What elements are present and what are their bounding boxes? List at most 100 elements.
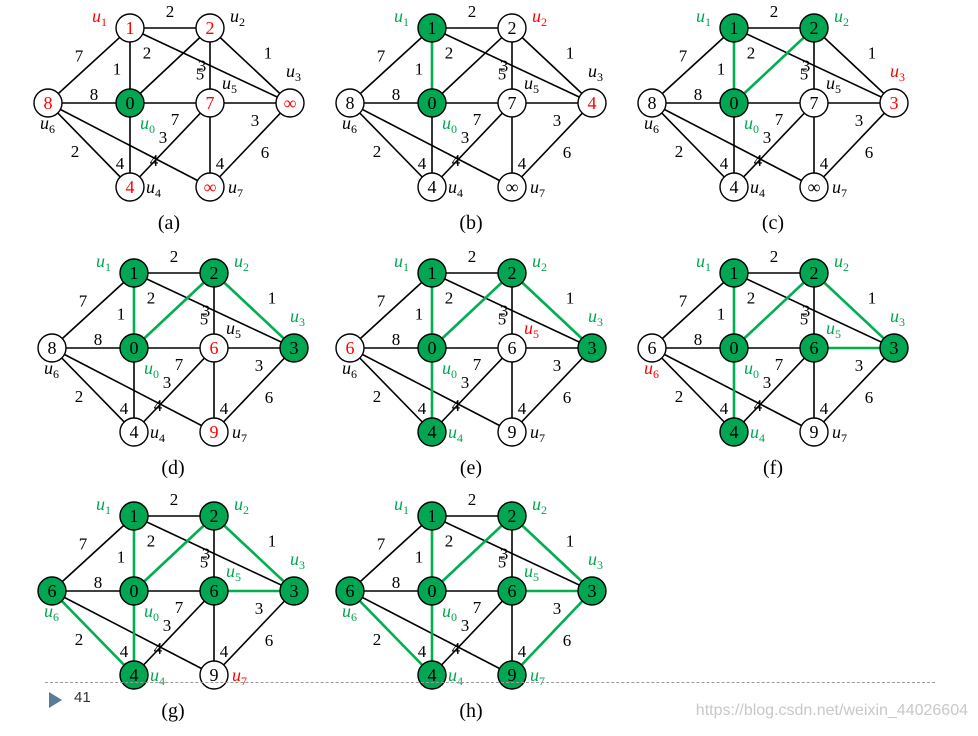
edge-weight: 4 <box>518 399 527 418</box>
edge-weight: 1 <box>415 548 424 567</box>
node-name-label: u5 <box>826 73 841 96</box>
edge-weight: 4 <box>754 151 763 170</box>
visited-node <box>279 333 309 363</box>
node-name-label: u5 <box>524 73 539 96</box>
graph-edge <box>129 27 211 104</box>
node-distance: 3 <box>588 581 597 601</box>
edge-weight: 2 <box>445 289 454 308</box>
graph-edge <box>349 272 433 349</box>
node-distance: 6 <box>648 338 657 358</box>
graph-edge <box>51 347 135 433</box>
visited-node <box>799 333 829 363</box>
edge-weight: 4 <box>120 399 129 418</box>
node-distance: 2 <box>210 506 219 526</box>
edge-weight: 3 <box>553 111 562 130</box>
graph-node <box>497 13 527 43</box>
visited-node <box>199 258 229 288</box>
edge-weight: 2 <box>75 387 84 406</box>
edge-weight: 2 <box>75 630 84 649</box>
edge-weight: 3 <box>163 616 172 635</box>
tree-edge <box>511 515 593 592</box>
node-name-label: u0 <box>744 358 759 381</box>
node-distance: 1 <box>730 263 739 283</box>
graph-node <box>37 333 67 363</box>
edge-weight: 1 <box>868 289 877 308</box>
graph-edge <box>209 102 291 188</box>
edge-weight: 7 <box>377 292 386 311</box>
node-distance: 9 <box>810 422 819 442</box>
node-distance: 2 <box>210 263 219 283</box>
edge-weight: 4 <box>220 399 229 418</box>
visited-node <box>497 258 527 288</box>
node-name-label: u0 <box>442 113 457 136</box>
graph-edge <box>651 347 735 433</box>
node-distance: 7 <box>810 93 819 113</box>
node-name-label: u5 <box>222 73 237 96</box>
visited-node <box>199 501 229 531</box>
node-name-label: u7 <box>232 422 247 445</box>
tree-edge <box>51 590 135 676</box>
node-distance: 2 <box>508 263 517 283</box>
graph-node <box>335 333 365 363</box>
node-name-label: u0 <box>144 358 159 381</box>
visited-node <box>119 258 149 288</box>
node-name-label: u4 <box>750 177 765 200</box>
edge-weight: 3 <box>461 373 470 392</box>
node-name-label: u5 <box>524 561 539 584</box>
edge-weight: 7 <box>377 535 386 554</box>
panel-caption: (d) <box>161 457 184 479</box>
panel-caption: (h) <box>459 700 482 722</box>
node-distance: 6 <box>508 581 517 601</box>
edge-weight: 3 <box>763 128 772 147</box>
edge-weight: 2 <box>170 247 179 266</box>
node-distance: 2 <box>508 18 517 38</box>
tree-edge <box>511 272 593 349</box>
node-name-label: u7 <box>832 177 847 200</box>
edge-weight: 3 <box>461 128 470 147</box>
edge-weight: 6 <box>865 143 874 162</box>
graph-edge <box>209 27 291 104</box>
node-name-label: u3 <box>890 306 905 329</box>
node-distance: 4 <box>730 422 739 442</box>
edge-weight: 8 <box>90 85 99 104</box>
node-distance: 0 <box>730 93 739 113</box>
edge-weight: 1 <box>268 532 277 551</box>
node-name-label: u0 <box>744 113 759 136</box>
visited-node <box>417 417 447 447</box>
page-number: 41 <box>74 689 91 706</box>
node-distance: 1 <box>428 263 437 283</box>
edge-weight: 8 <box>392 330 401 349</box>
edge-weight: 7 <box>679 292 688 311</box>
edge-weight: 1 <box>868 44 877 63</box>
edge-weight: 2 <box>147 289 156 308</box>
edge-weight: 7 <box>775 110 784 129</box>
edge-weight: 4 <box>820 399 829 418</box>
node-name-label: u1 <box>96 251 111 274</box>
node-distance: 3 <box>290 338 299 358</box>
node-distance: 1 <box>730 18 739 38</box>
panel-caption: (a) <box>158 212 180 234</box>
graph-edge <box>213 590 295 676</box>
edge-weight: 7 <box>473 598 482 617</box>
graph-edge <box>431 102 513 188</box>
node-name-label: u6 <box>40 113 55 136</box>
node-name-label: u5 <box>826 318 841 341</box>
node-name-label: u0 <box>442 358 457 381</box>
edge-weight: 3 <box>255 599 264 618</box>
edge-weight: 2 <box>675 387 684 406</box>
node-distance: 3 <box>290 581 299 601</box>
graph-node <box>637 88 667 118</box>
edge-weight: 6 <box>563 631 572 650</box>
panel-caption: (e) <box>460 457 482 479</box>
edge-weight: 2 <box>373 387 382 406</box>
node-distance: ∞ <box>204 177 217 197</box>
edge-weight: 4 <box>154 396 163 415</box>
node-name-label: u3 <box>290 306 305 329</box>
node-distance: 6 <box>810 338 819 358</box>
edge-weight: 6 <box>261 143 270 162</box>
node-distance: 0 <box>130 581 139 601</box>
graph-node <box>33 88 63 118</box>
